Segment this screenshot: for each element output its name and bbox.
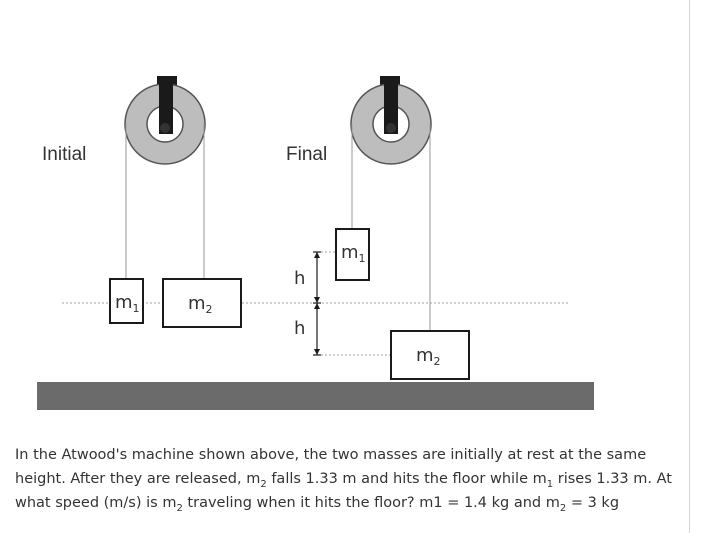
final-label: Final [286,144,327,165]
final-pulley-axle [384,76,398,134]
final-mass-m2-label: m2 [416,345,441,368]
initial-pulley-hub [160,123,170,133]
initial-mass-m1-label: m1 [115,292,140,315]
final-pulley-hub [386,123,396,133]
page-right-divider [689,0,690,533]
initial-mass-m2-label: m2 [188,293,213,316]
floor [37,382,594,410]
question-text: In the Atwood's machine shown above, the… [15,447,672,514]
initial-mass-m2 [162,278,242,328]
height-indicator [313,251,321,356]
height-label-lower: h [294,318,305,339]
initial-mass-m1 [109,278,144,324]
final-mass-m1 [335,228,370,281]
initial-pulley [124,76,206,165]
final-mass-m2 [390,330,470,380]
initial-pulley-axle [159,76,173,134]
final-mass-m1-label: m1 [341,242,366,265]
initial-label: Initial [42,144,86,165]
final-pulley [350,76,432,165]
height-label-upper: h [294,268,305,289]
